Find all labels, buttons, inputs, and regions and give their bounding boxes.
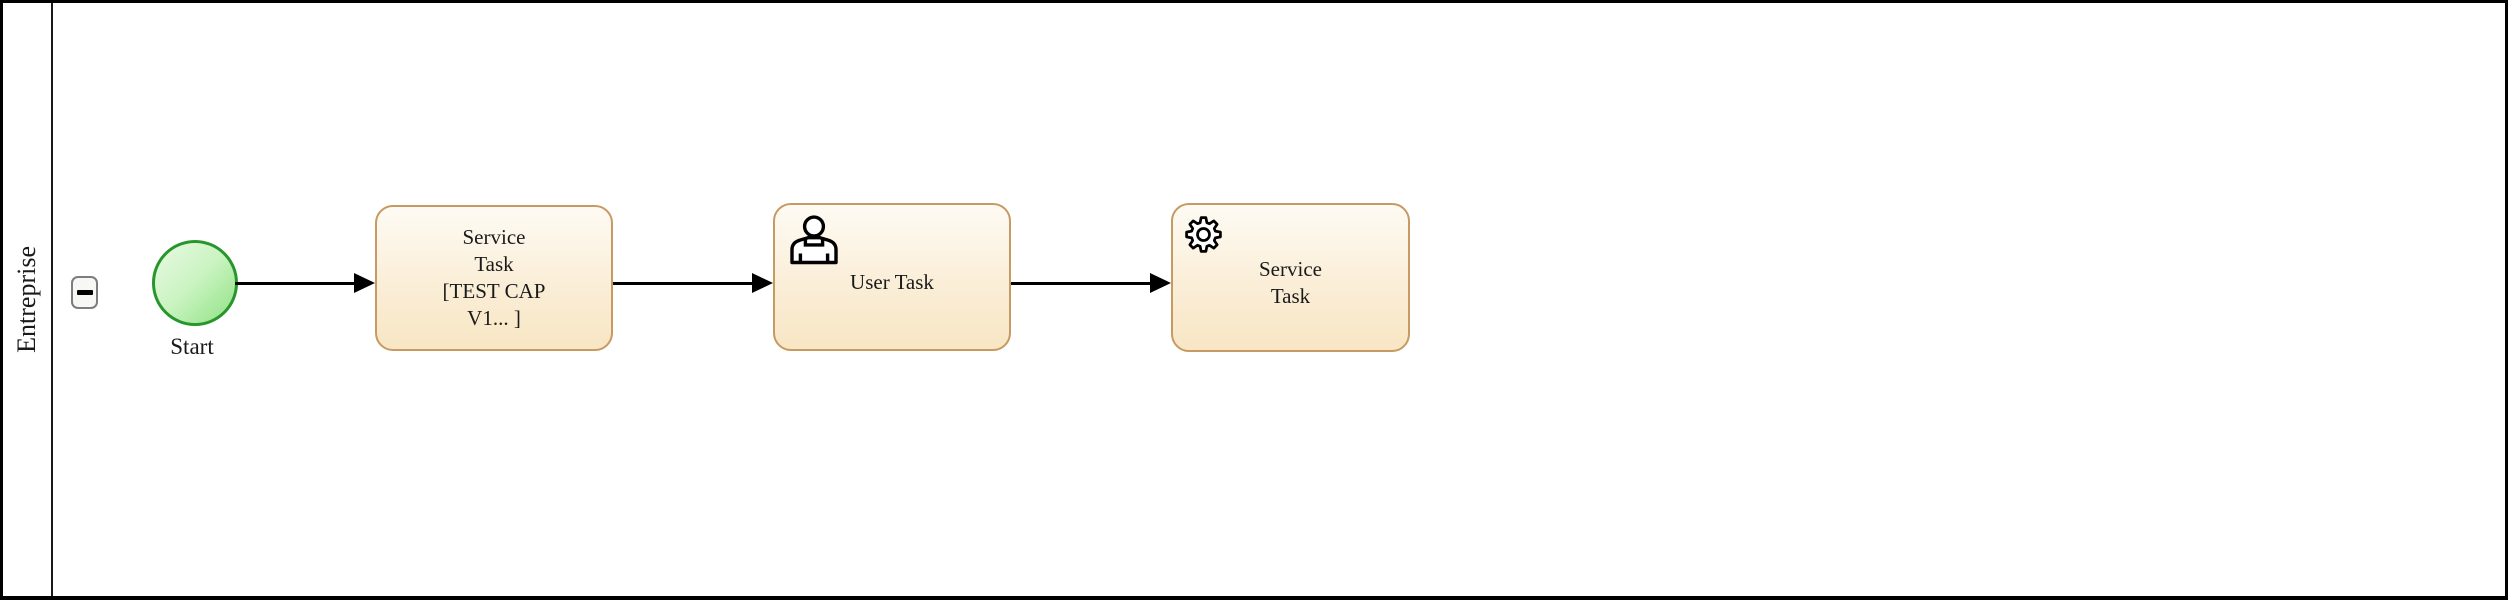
sequence-flow[interactable] <box>611 282 753 285</box>
minus-icon <box>76 290 93 295</box>
pool-header-entreprise[interactable]: Entreprise <box>3 3 51 596</box>
gear-icon <box>1185 216 1222 253</box>
task-label: User Task <box>850 269 934 294</box>
start-event-label: Start <box>170 334 214 359</box>
arrowhead-icon[interactable] <box>1150 273 1171 293</box>
user-icon <box>790 215 838 265</box>
task-service-test-cap[interactable]: Service Task [TEST CAP V1... ] <box>375 205 613 351</box>
arrowhead-icon[interactable] <box>354 273 375 293</box>
task-service[interactable]: Service Task <box>1171 203 1410 352</box>
task-user[interactable]: User Task <box>773 203 1011 351</box>
sequence-flow[interactable] <box>235 282 355 285</box>
task-label: Service Task [TEST CAP V1... ] <box>442 225 546 330</box>
start-event[interactable] <box>152 240 238 326</box>
pool-divider <box>51 3 53 596</box>
arrowhead-icon[interactable] <box>752 273 773 293</box>
sequence-flow[interactable] <box>1009 282 1151 285</box>
collapse-button[interactable] <box>71 276 98 309</box>
task-label: Service Task <box>1259 256 1322 308</box>
pool-label: Entreprise <box>12 246 41 353</box>
